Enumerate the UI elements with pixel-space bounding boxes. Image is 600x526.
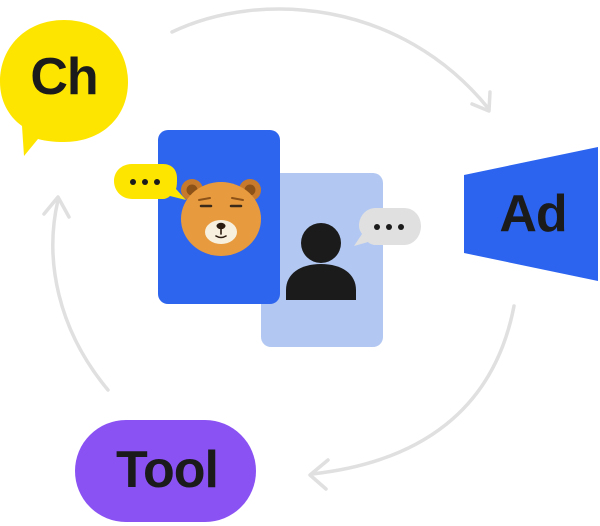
ad-label: Ad	[499, 185, 567, 243]
channel-bubble	[0, 20, 128, 156]
cycle-arrows	[42, 7, 516, 491]
arrow-ad-to-tool	[308, 304, 516, 491]
ad-shape	[464, 147, 598, 281]
tool-label: Tool	[116, 441, 219, 499]
channel-label: Ch	[30, 48, 98, 106]
person-silhouette-icon	[286, 223, 356, 300]
arrow-ch-to-ad	[170, 7, 492, 113]
ellipsis-icon	[130, 179, 160, 185]
ellipsis-icon	[374, 224, 404, 230]
user-bubble	[354, 208, 421, 246]
tool-pill	[75, 420, 256, 522]
bot-bubble	[114, 164, 186, 200]
arrow-tool-to-ch	[42, 195, 110, 392]
bear-character-icon	[181, 179, 261, 256]
